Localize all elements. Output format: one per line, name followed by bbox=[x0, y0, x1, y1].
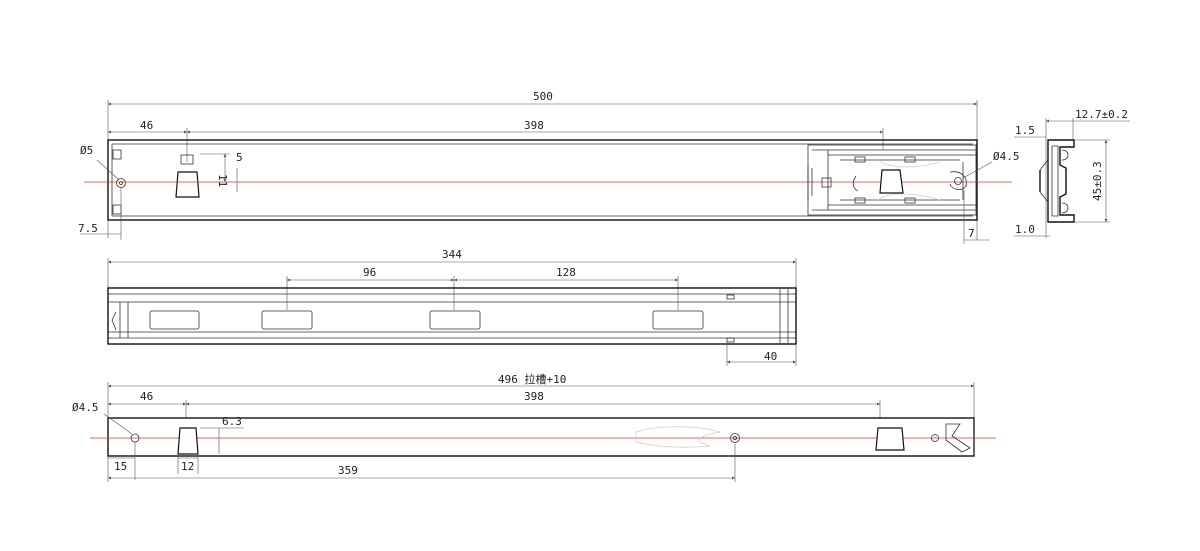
inner-span-label: 398 bbox=[524, 390, 544, 403]
inner-hole-edge-label: 15 bbox=[114, 460, 127, 473]
inner-height-label: 6.3 bbox=[222, 415, 242, 428]
rear-mounting-hole bbox=[954, 177, 962, 185]
overall-length-label: 500 bbox=[533, 90, 553, 103]
offset-label: 46 bbox=[140, 119, 153, 132]
hole-diameter-label: Ø5 bbox=[80, 144, 93, 157]
inner-tab bbox=[177, 427, 199, 455]
rear-hook bbox=[945, 423, 971, 453]
span-label: 398 bbox=[524, 119, 544, 132]
rear-offset-label: 7 bbox=[968, 227, 975, 240]
square-slot bbox=[112, 149, 122, 160]
pitch-128-label: 128 bbox=[556, 266, 576, 279]
inner-overall-label: 496 拉槽+10 bbox=[498, 372, 566, 386]
rear-hole-diameter-label: Ø4.5 bbox=[993, 150, 1020, 163]
view-inner-rail: 496 拉槽+10 46 398 Ø4.5 6.3 15 12 359 bbox=[72, 372, 996, 482]
inner-rail-mechanism bbox=[807, 144, 977, 216]
mounting-slot bbox=[149, 310, 200, 330]
inner-offset-label: 46 bbox=[140, 390, 153, 403]
mounting-slot bbox=[652, 310, 704, 330]
latch-position-label: 359 bbox=[338, 464, 358, 477]
height-5-label: 5 bbox=[236, 151, 243, 164]
side-overall-label: 344 bbox=[442, 248, 462, 261]
height-11-label: 11 bbox=[216, 174, 229, 187]
mounting-tab bbox=[175, 171, 200, 198]
mounting-slot bbox=[429, 310, 481, 330]
square-slot bbox=[112, 204, 122, 215]
inner-hole-diameter-label: Ø4.5 bbox=[72, 401, 99, 414]
wall-top-label: 1.5 bbox=[1015, 124, 1035, 137]
view-outer-rail: Ø5 11 5 7.5 bbox=[78, 90, 1020, 244]
section-height-label: 45±0.3 bbox=[1091, 161, 1104, 201]
latch-outline bbox=[635, 426, 721, 448]
outer-rail-body bbox=[107, 139, 978, 221]
inner-latch-hole bbox=[730, 433, 740, 443]
view-side-rail: 344 96 128 40 bbox=[107, 248, 797, 366]
cross-section-view: 12.7±0.2 1.5 1.0 45±0.3 bbox=[1014, 108, 1130, 238]
square-slot bbox=[180, 154, 194, 165]
rear-tab bbox=[875, 427, 905, 451]
pitch-96-label: 96 bbox=[363, 266, 376, 279]
section-width-label: 12.7±0.2 bbox=[1075, 108, 1128, 121]
mounting-hole bbox=[116, 178, 126, 188]
mounting-slot bbox=[261, 310, 313, 330]
tab-width-label: 12 bbox=[181, 460, 194, 473]
rail-profile bbox=[1047, 139, 1075, 223]
end-length-label: 40 bbox=[764, 350, 777, 363]
side-rail-body bbox=[107, 287, 797, 345]
hole-edge-label: 7.5 bbox=[78, 222, 98, 235]
wall-bottom-label: 1.0 bbox=[1015, 223, 1035, 236]
